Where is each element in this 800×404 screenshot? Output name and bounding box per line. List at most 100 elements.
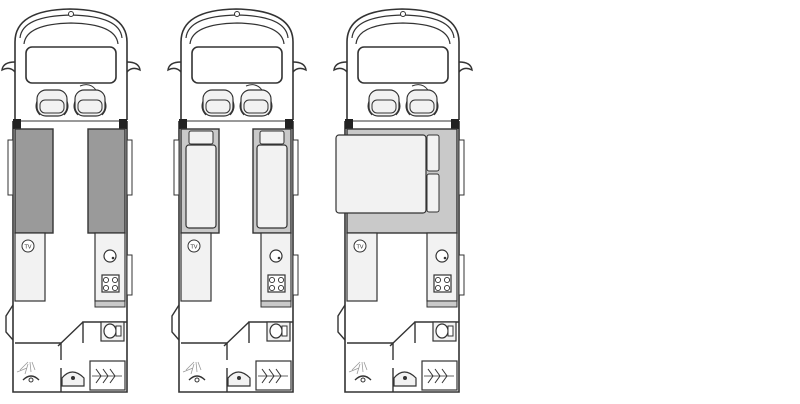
- shower-wall: [181, 342, 228, 392]
- wardrobe: [89, 360, 126, 391]
- right-mirror-icon: [292, 61, 307, 73]
- cab-seat-right-icon: [73, 89, 107, 117]
- cab-seat-right-icon-cushion: [243, 99, 269, 114]
- hob-burner-4-icon: [277, 284, 285, 292]
- shower-drain-icon: [28, 377, 34, 383]
- left-mirror-icon: [333, 61, 348, 73]
- interior-door: [223, 321, 250, 347]
- basin-tap-icon: [71, 376, 75, 380]
- right-pillar: [285, 119, 293, 129]
- roof-arc-inner: [23, 22, 119, 45]
- right-mirror-icon: [458, 61, 473, 73]
- steering-wheel-icon: [411, 84, 429, 91]
- cab-seat-right-icon-armrests: [405, 100, 439, 116]
- tv-cabinet: [180, 232, 212, 302]
- right-single-bed: [87, 128, 126, 234]
- right-pillow: [259, 130, 285, 145]
- toilet-icon: [269, 323, 283, 339]
- sink-drain-icon: [111, 256, 115, 260]
- right-window: [292, 139, 299, 196]
- right-pillar: [119, 119, 127, 129]
- hob-burner-3-icon: [434, 284, 442, 292]
- left-pillar: [179, 119, 187, 129]
- shower-head-icon: [188, 375, 206, 381]
- interior-door: [389, 321, 416, 347]
- sink-icon: [269, 249, 283, 263]
- right-mirror-icon: [126, 61, 141, 73]
- shower-spray-icon: [182, 361, 202, 375]
- cab-seat-left-icon-cushion: [371, 99, 397, 114]
- right-pillar: [451, 119, 459, 129]
- shower-drain-icon: [194, 377, 200, 383]
- tv-label: TV: [355, 245, 363, 251]
- windscreen: [25, 46, 117, 84]
- left-window: [7, 139, 14, 196]
- toilet-cistern: [281, 325, 288, 337]
- counter-edge: [426, 300, 458, 308]
- hob-burner-2-icon: [277, 276, 285, 284]
- cab-seat-right-icon: [239, 89, 273, 117]
- cab-seat-left-icon: [367, 89, 401, 117]
- right-mattress: [256, 144, 288, 229]
- right-rear-window: [292, 254, 299, 296]
- sliding-door-icon: [337, 304, 346, 341]
- shower-head-icon: [354, 375, 372, 381]
- left-pillow: [188, 130, 214, 145]
- toilet-icon: [103, 323, 117, 339]
- roof-arc-inner: [355, 22, 451, 45]
- right-rear-window: [126, 254, 133, 296]
- hob-burner-3-icon: [102, 284, 110, 292]
- floorplan-1: TV: [1, 8, 141, 393]
- left-mattress: [185, 144, 217, 229]
- counter-edge: [94, 300, 126, 308]
- right-window: [458, 139, 465, 196]
- floorplan-2: TV: [167, 8, 307, 393]
- shower-spray-icon: [348, 361, 368, 375]
- counter-edge: [260, 300, 292, 308]
- hob-burner-4-icon: [443, 284, 451, 292]
- roof-light-icon: [400, 11, 406, 17]
- hob-burner-2-icon: [443, 276, 451, 284]
- basin-tap-icon: [403, 376, 407, 380]
- windscreen: [191, 46, 283, 84]
- roof-light-icon: [234, 11, 240, 17]
- right-rear-window: [458, 254, 465, 296]
- cab-seat-right-icon-armrests: [239, 100, 273, 116]
- steering-wheel-icon: [79, 84, 97, 91]
- cab-seat-right-icon: [405, 89, 439, 117]
- windscreen: [357, 46, 449, 84]
- floorplan-3: TV: [333, 8, 473, 393]
- interior-door: [57, 321, 84, 347]
- sliding-door-icon: [5, 304, 14, 341]
- toilet-icon: [435, 323, 449, 339]
- toilet-cistern: [447, 325, 454, 337]
- cab-seat-right-icon-armrests: [73, 100, 107, 116]
- tv-icon: [21, 239, 35, 253]
- sink-icon: [103, 249, 117, 263]
- hob-burner-2-icon: [111, 276, 119, 284]
- sink-drain-icon: [277, 256, 281, 260]
- left-pillar: [13, 119, 21, 129]
- hob-burner-4-icon: [111, 284, 119, 292]
- double-mattress: [335, 134, 427, 214]
- cab-seat-left-icon-cushion: [205, 99, 231, 114]
- sink-icon: [435, 249, 449, 263]
- cab-seat-left-icon-armrests: [201, 100, 235, 116]
- hob-burner-1-icon: [268, 276, 276, 284]
- shower-spray-icon: [16, 361, 36, 375]
- left-single-bed: [14, 128, 54, 234]
- shower-wall: [15, 342, 62, 392]
- toilet-cistern: [115, 325, 122, 337]
- tv-icon: [187, 239, 201, 253]
- double-pillow-top: [426, 134, 440, 172]
- shower-wall: [347, 342, 394, 392]
- cab-seat-left-icon-armrests: [367, 100, 401, 116]
- cab-seat-left-icon: [201, 89, 235, 117]
- left-window: [173, 139, 180, 196]
- cab-seat-left-icon: [35, 89, 69, 117]
- sliding-door-icon: [171, 304, 180, 341]
- tv-label: TV: [189, 245, 197, 251]
- hob-burner-1-icon: [434, 276, 442, 284]
